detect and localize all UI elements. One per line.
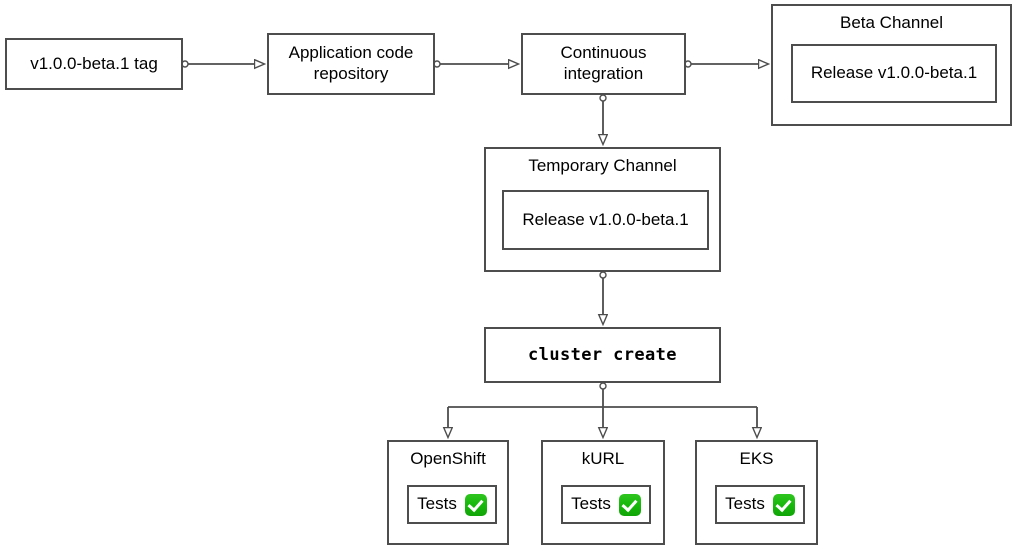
node-version-tag-label: v1.0.0-beta.1 tag <box>30 53 158 73</box>
node-temporary-channel[interactable]: Temporary Channel Release v1.0.0-beta.1 <box>484 147 721 272</box>
node-application-code-repository-label: Application code repository <box>288 43 414 83</box>
white-check-mark-icon <box>618 493 641 516</box>
node-application-code-repository[interactable]: Application code repository <box>267 33 435 95</box>
node-beta-channel-title: Beta Channel <box>839 13 944 32</box>
node-eks-tests[interactable]: Tests <box>715 485 805 524</box>
node-kurl[interactable]: kURL Tests <box>541 440 665 545</box>
node-openshift-tests-label: Tests <box>417 494 457 514</box>
node-openshift-title: OpenShift <box>410 449 486 468</box>
node-temporary-channel-release[interactable]: Release v1.0.0-beta.1 <box>502 190 709 250</box>
node-cluster-create-label: cluster create <box>528 344 677 365</box>
node-temporary-channel-release-label: Release v1.0.0-beta.1 <box>522 209 689 229</box>
node-beta-channel-release-label: Release v1.0.0-beta.1 <box>810 63 978 83</box>
node-kurl-tests-label: Tests <box>571 494 611 514</box>
node-continuous-integration[interactable]: Continuous integration <box>521 33 686 95</box>
node-temporary-channel-title: Temporary Channel <box>528 156 677 175</box>
node-kurl-title: kURL <box>581 449 625 468</box>
white-check-mark-icon <box>464 493 487 516</box>
node-openshift[interactable]: OpenShift Tests <box>387 440 509 545</box>
node-beta-channel[interactable]: Beta Channel Release v1.0.0-beta.1 <box>771 4 1012 126</box>
node-eks-tests-label: Tests <box>725 494 765 514</box>
node-continuous-integration-label: Continuous integration <box>560 43 647 83</box>
node-cluster-create[interactable]: cluster create <box>484 327 721 383</box>
white-check-mark-icon <box>772 493 795 516</box>
node-eks-title: EKS <box>739 449 774 468</box>
node-kurl-tests[interactable]: Tests <box>561 485 651 524</box>
node-version-tag[interactable]: v1.0.0-beta.1 tag <box>5 38 183 90</box>
node-beta-channel-release[interactable]: Release v1.0.0-beta.1 <box>791 44 997 103</box>
node-openshift-tests[interactable]: Tests <box>407 485 497 524</box>
node-eks[interactable]: EKS Tests <box>695 440 818 545</box>
